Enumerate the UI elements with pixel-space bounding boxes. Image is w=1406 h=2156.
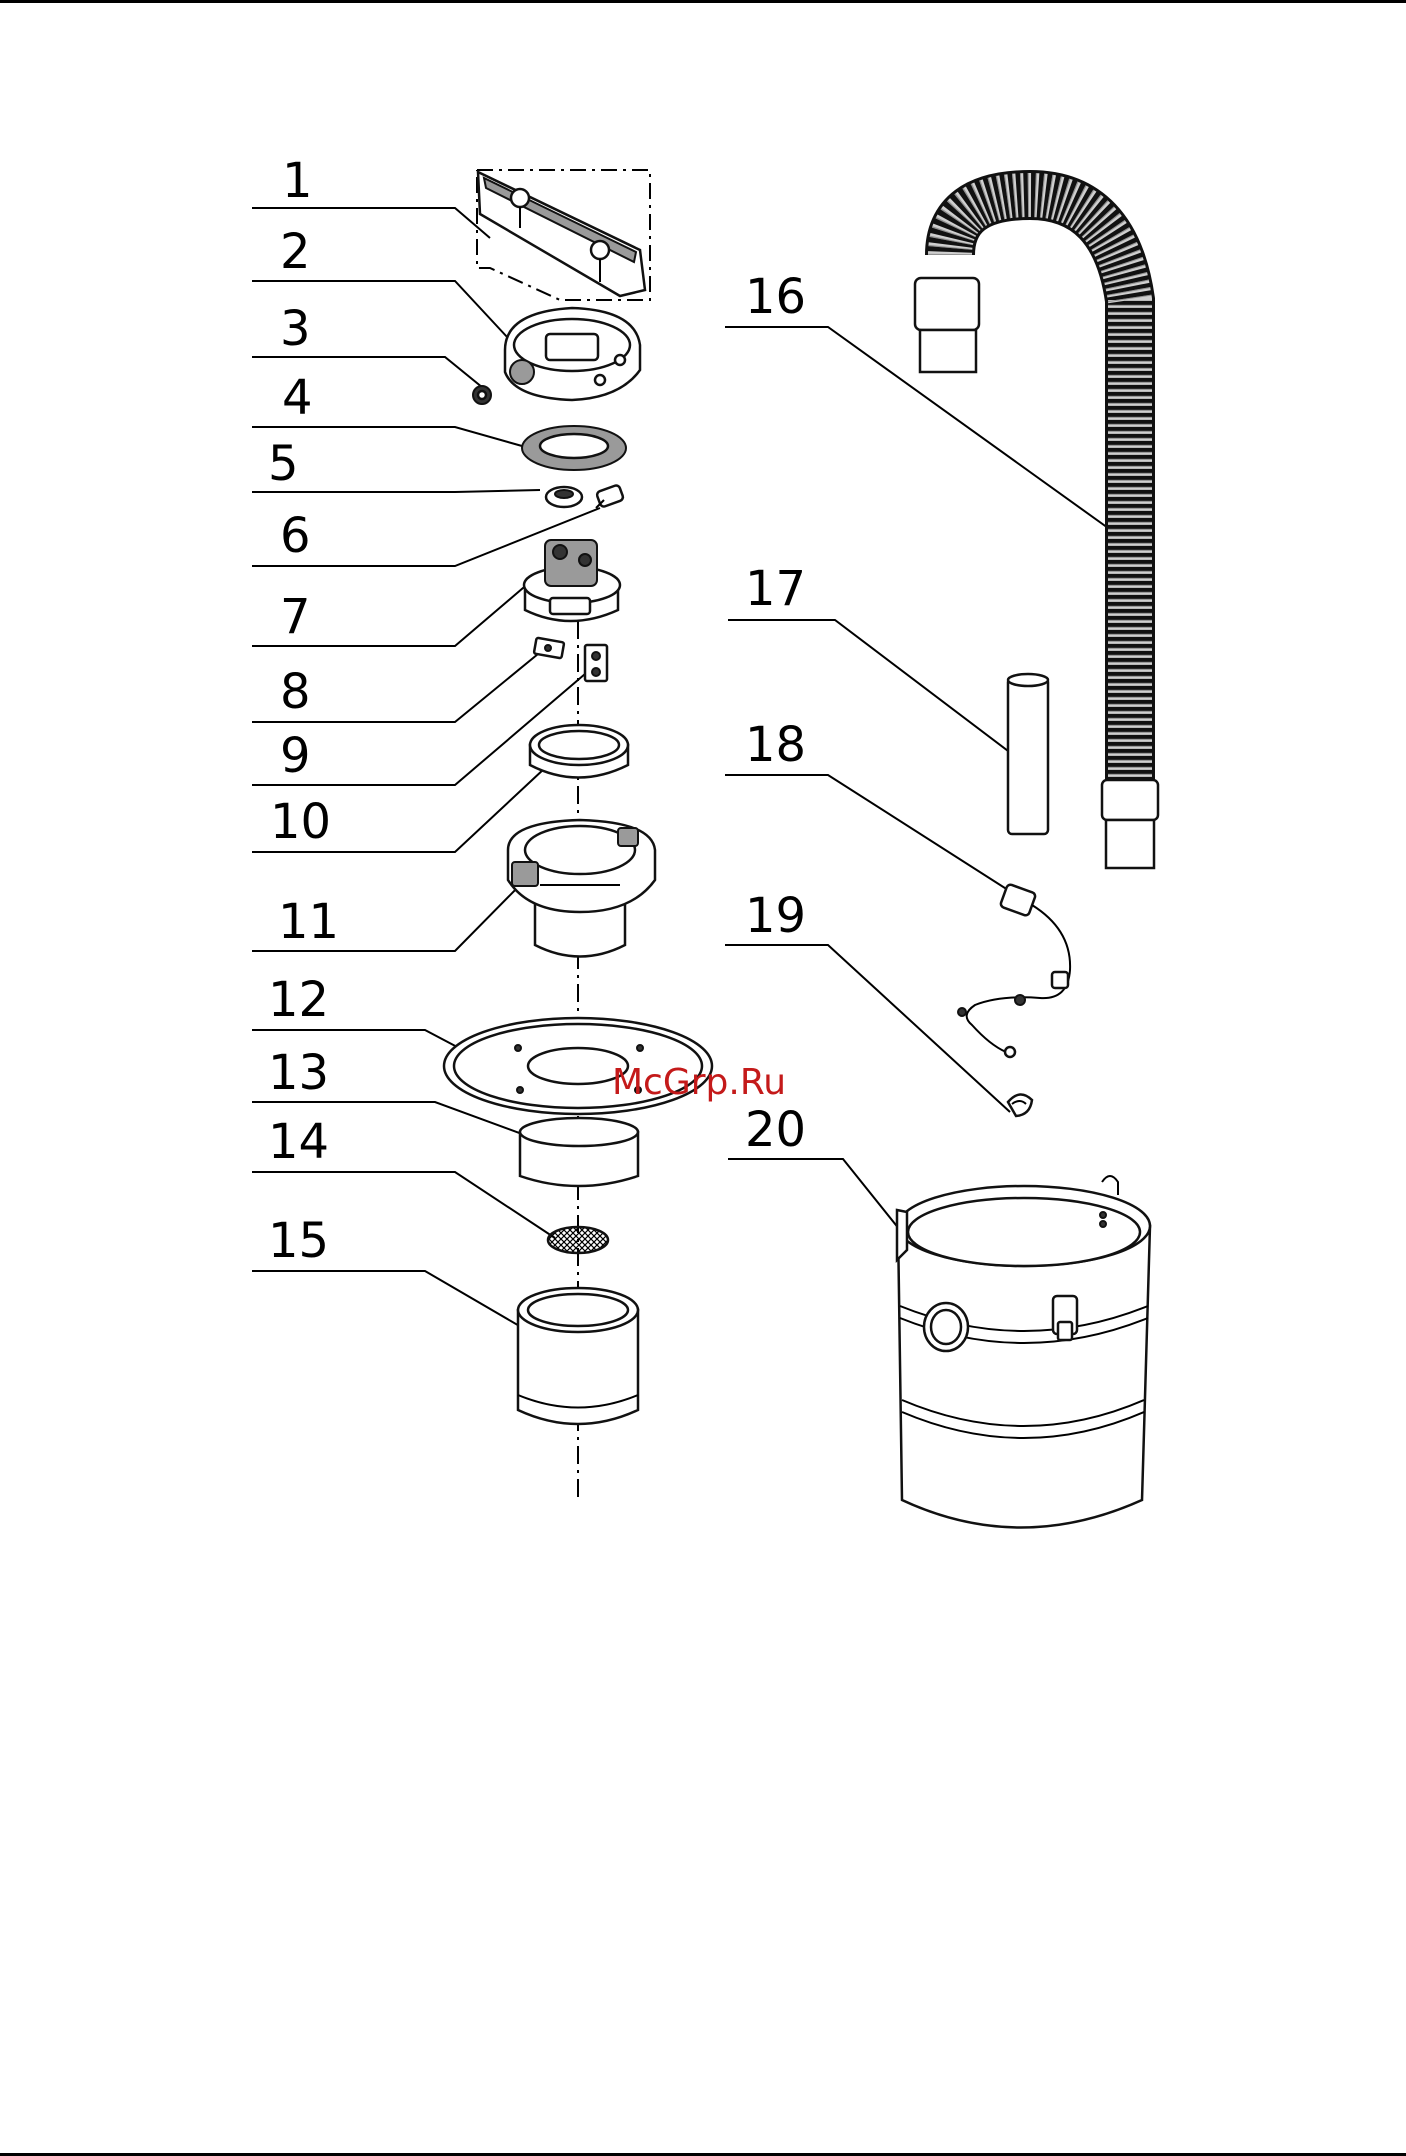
part-cap [546, 487, 582, 507]
callout-3: 3 [280, 301, 311, 357]
part-plate [585, 645, 607, 681]
callout-16: 16 [745, 269, 806, 325]
callout-8: 8 [280, 664, 311, 720]
callout-20: 20 [745, 1102, 806, 1158]
part-mesh-filter [548, 1227, 608, 1253]
callout-10: 10 [270, 794, 331, 850]
part-seal-ring [530, 725, 628, 778]
callout-18: 18 [745, 717, 806, 773]
callout-5: 5 [268, 436, 299, 492]
part-connector [596, 484, 624, 508]
part-motor [524, 540, 620, 621]
part-power-cord [958, 884, 1070, 1057]
callout-9: 9 [280, 728, 311, 784]
callout-11: 11 [278, 894, 339, 950]
callout-2: 2 [280, 224, 311, 280]
part-cartridge-filter [518, 1288, 638, 1424]
part-motor-housing [508, 820, 655, 957]
part-ring [522, 426, 626, 470]
part-knob [473, 386, 491, 404]
part-switch [534, 638, 564, 659]
part-motor-cover [505, 308, 640, 400]
callout-14: 14 [268, 1114, 329, 1170]
callout-12: 12 [268, 972, 329, 1028]
part-filter-holder [520, 1118, 638, 1186]
part-tube [1008, 674, 1048, 834]
callout-15: 15 [268, 1213, 329, 1269]
callout-19: 19 [745, 888, 806, 944]
watermark: McGrp.Ru [612, 1062, 786, 1103]
part-clip [1008, 1094, 1032, 1116]
callout-7: 7 [280, 589, 311, 645]
callout-13: 13 [268, 1045, 329, 1101]
callout-6: 6 [280, 508, 311, 564]
callout-17: 17 [745, 561, 806, 617]
callout-1: 1 [282, 153, 313, 209]
callout-4: 4 [282, 370, 313, 426]
part-handle [477, 170, 650, 300]
part-drum [897, 1176, 1150, 1528]
